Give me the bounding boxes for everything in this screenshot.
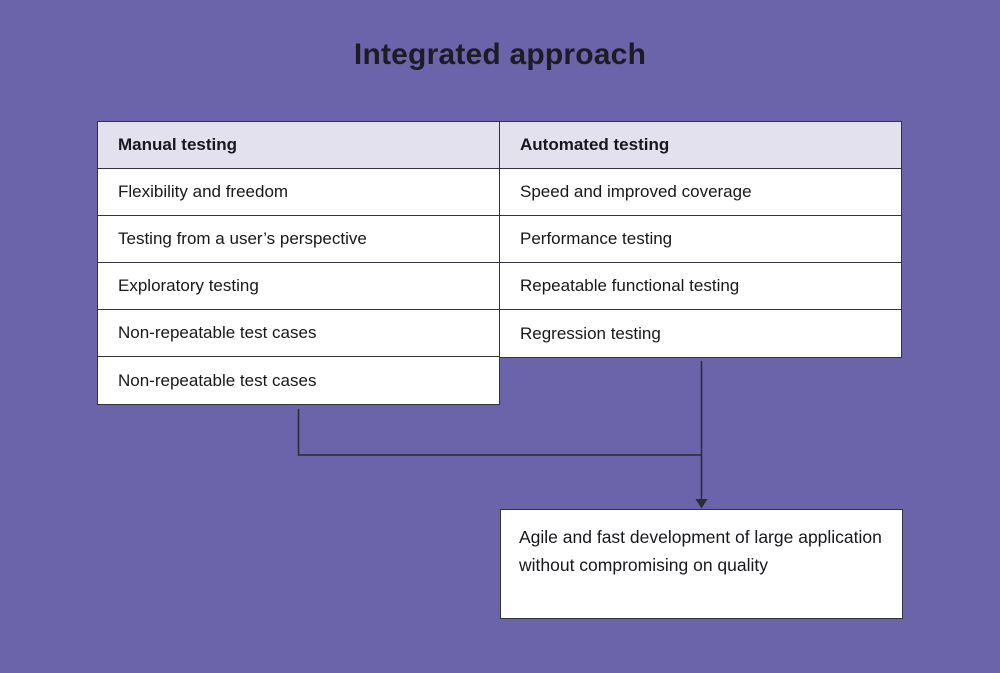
result-text: Agile and fast development of large appl… bbox=[519, 527, 882, 576]
page-title: Integrated approach bbox=[353, 38, 647, 71]
manual-cell: Testing from a user’s perspective bbox=[98, 216, 499, 263]
manual-cell: Flexibility and freedom bbox=[98, 169, 499, 216]
manual-cell: Non-repeatable test cases bbox=[98, 310, 499, 357]
manual-column-connector-line bbox=[297, 409, 702, 456]
column-header-automated: Automated testing bbox=[500, 122, 901, 169]
automated-cell: Speed and improved coverage bbox=[500, 169, 901, 216]
manual-testing-column: Manual testing Flexibility and freedom T… bbox=[97, 121, 500, 405]
column-header-manual: Manual testing bbox=[98, 122, 499, 169]
manual-cell: Exploratory testing bbox=[98, 263, 499, 310]
automated-cell: Regression testing bbox=[500, 310, 901, 357]
automated-cell: Performance testing bbox=[500, 216, 901, 263]
manual-cell: Non-repeatable test cases bbox=[98, 357, 499, 404]
result-box: Agile and fast development of large appl… bbox=[500, 509, 903, 619]
arrowhead-down-icon bbox=[695, 499, 708, 509]
automated-testing-column: Automated testing Speed and improved cov… bbox=[499, 121, 902, 358]
automated-cell: Repeatable functional testing bbox=[500, 263, 901, 310]
